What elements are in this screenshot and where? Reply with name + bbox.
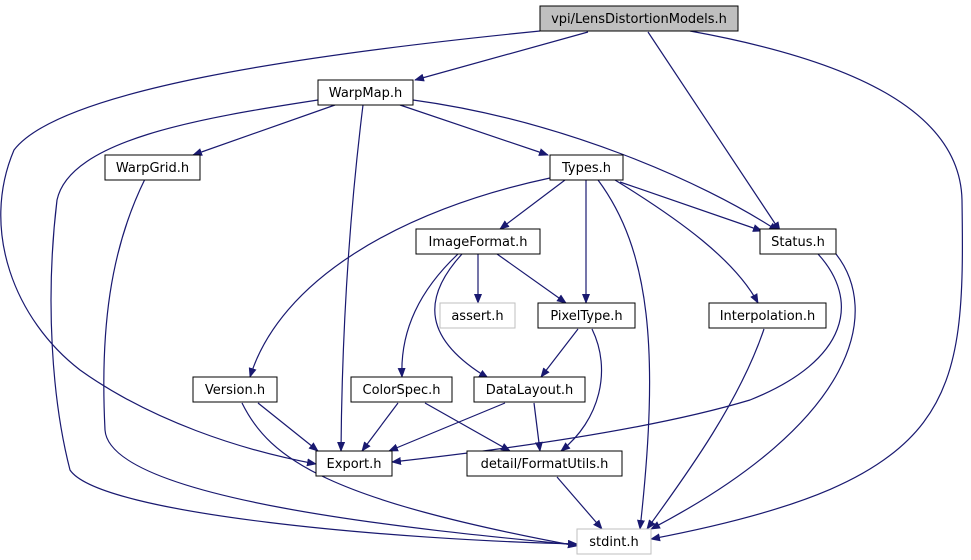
node-datalayout[interactable]: DataLayout.h — [473, 376, 586, 403]
node-stdint-label: stdint.h — [589, 535, 638, 550]
edge-root-warpmap — [414, 31, 589, 82]
node-colorspec[interactable]: ColorSpec.h — [350, 376, 453, 403]
node-root-label: vpi/LensDistortionModels.h — [551, 12, 727, 27]
edge-warpmap-warpgrid — [192, 104, 336, 156]
node-pixeltype[interactable]: PixelType.h — [537, 302, 636, 329]
node-assert[interactable]: assert.h — [439, 302, 516, 329]
edge-root-export — [0, 30, 541, 467]
edge-imageformat-colorspec — [397, 253, 459, 378]
node-assert-label: assert.h — [451, 309, 503, 324]
edge-version-export — [257, 402, 319, 452]
edge-types-status — [619, 181, 763, 232]
node-imageformat-label: ImageFormat.h — [429, 235, 528, 250]
node-types[interactable]: Types.h — [549, 154, 624, 181]
edge-colorspec-export — [361, 402, 399, 452]
edge-warpmap-types — [399, 104, 549, 156]
edge-pixeltype-formatutils — [560, 328, 603, 452]
node-version-label: Version.h — [205, 383, 265, 398]
edge-imageformat-pixeltype — [496, 253, 567, 304]
nodes: vpi/LensDistortionModels.h WarpMap.h War… — [104, 5, 837, 555]
edge-root-status — [647, 31, 781, 232]
edge-datalayout-formatutils — [533, 402, 543, 452]
node-status[interactable]: Status.h — [759, 228, 837, 255]
edge-warpmap-stdint — [50, 99, 578, 548]
node-datalayout-label: DataLayout.h — [486, 383, 574, 398]
node-interpolation[interactable]: Interpolation.h — [708, 302, 827, 329]
node-warpgrid-label: WarpGrid.h — [116, 161, 189, 176]
node-types-label: Types.h — [561, 161, 611, 176]
edge-status-export — [391, 253, 842, 465]
node-export[interactable]: Export.h — [315, 450, 393, 477]
edge-warpmap-status — [412, 99, 779, 232]
edge-types-interpolation — [614, 179, 759, 304]
edge-warpmap-export — [337, 104, 364, 452]
edge-imageformat-datalayout — [434, 253, 489, 379]
edge-types-version — [248, 177, 551, 378]
node-formatutils-label: detail/FormatUtils.h — [481, 457, 609, 472]
edge-version-stdint — [241, 402, 578, 549]
edge-formatutils-stdint — [556, 476, 603, 530]
node-status-label: Status.h — [771, 235, 825, 250]
node-stdint[interactable]: stdint.h — [576, 528, 652, 555]
node-root[interactable]: vpi/LensDistortionModels.h — [539, 5, 739, 32]
edge-warpgrid-stdint — [103, 178, 578, 549]
node-warpgrid[interactable]: WarpGrid.h — [104, 154, 201, 181]
node-version[interactable]: Version.h — [192, 376, 278, 403]
node-warpmap[interactable]: WarpMap.h — [317, 79, 414, 106]
edge-interpolation-stdint — [646, 328, 765, 530]
edge-pixeltype-datalayout — [540, 328, 579, 378]
edge-datalayout-export — [388, 402, 506, 452]
edge-root-stdint — [650, 30, 964, 542]
node-interpolation-label: Interpolation.h — [720, 309, 816, 324]
edge-types-stdint — [597, 179, 651, 530]
edge-types-imageformat — [499, 179, 566, 230]
edge-status-stdint — [650, 253, 856, 530]
node-formatutils[interactable]: detail/FormatUtils.h — [466, 450, 623, 477]
node-warpmap-label: WarpMap.h — [329, 86, 402, 101]
node-export-label: Export.h — [327, 457, 382, 472]
node-colorspec-label: ColorSpec.h — [363, 383, 441, 398]
edges — [0, 30, 964, 549]
edge-colorspec-formatutils — [424, 402, 511, 452]
node-imageformat[interactable]: ImageFormat.h — [415, 228, 541, 255]
node-pixeltype-label: PixelType.h — [550, 309, 622, 324]
